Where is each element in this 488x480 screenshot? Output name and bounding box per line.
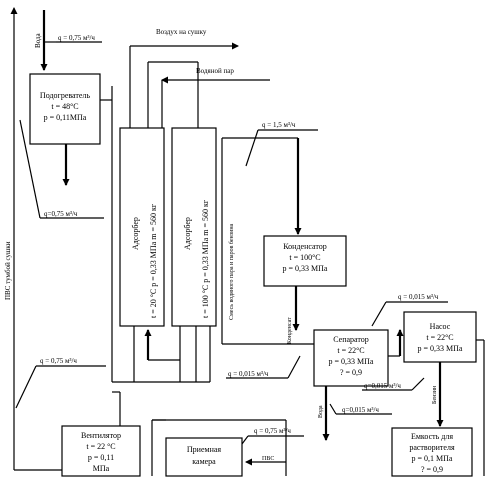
tank-name-1: Емкость для: [411, 432, 453, 441]
q-cond-label: q = 1,5 м³/ч: [262, 121, 296, 129]
q-sep-left-leader: [287, 355, 301, 379]
pump-temp: t = 22°С: [426, 333, 453, 342]
adsorber2-box: [171, 127, 217, 327]
separator-name: Сепаратор: [333, 335, 369, 344]
q-left-lower-leader: [15, 365, 37, 409]
tank-name-2: растворителя: [409, 443, 455, 452]
q-pump-bottom-leader: [411, 377, 425, 391]
steam-label: Водяной пар: [196, 67, 234, 75]
adsorber1-params: t = 20 °С p = 0,33 МПа m = 560 кг: [149, 203, 158, 318]
fan-box: [61, 425, 141, 477]
q-sep-bottom-leader: [329, 403, 337, 415]
condenser-name: Конденсатор: [283, 242, 327, 251]
pump-box: [403, 311, 477, 363]
adsorber2-params: t = 100 °С p = 0,33 МПа m = 560 кг: [201, 199, 210, 318]
mix-vertical-label: Смесь водяного пара и паров бензина: [228, 223, 235, 320]
q-pump-bottom-label: q=0,015 м³/ч: [364, 382, 401, 390]
condensate-label: Конденсат: [287, 317, 293, 344]
separator-eff: ? = 0,9: [340, 368, 362, 377]
pump-pressure: p = 0,33 МПа: [418, 344, 463, 353]
q-top-label: q = 0,75 м³/ч: [58, 34, 95, 42]
q-sep-bottom-label: q=0,015 м³/ч: [342, 406, 379, 414]
benzin-label: Бензин: [432, 385, 438, 404]
water-bottom-label: Вода: [318, 405, 324, 418]
q-pump-top-label: q = 0,015 м³/ч: [398, 293, 439, 301]
q-chamber-leader: [241, 435, 249, 445]
q-mid-left-label: q=0,75 м³/ч: [44, 210, 78, 218]
separator-box: [313, 329, 389, 387]
heater-temp: t = 48°С: [51, 102, 78, 111]
separator-pressure: p = 0,33 МПа: [329, 357, 374, 366]
tank-box: [391, 427, 473, 477]
fan-pressure: p = 0,11: [88, 453, 114, 462]
q-cond-leader: [245, 129, 259, 167]
q-sep-left-label: q = 0,015 м³/ч: [228, 370, 269, 378]
q-chamber-label: q = 0,75 м³/ч: [254, 427, 291, 435]
chamber-box: [165, 437, 243, 477]
fan-pressure-unit: МПа: [93, 464, 110, 473]
q-mid-left-leader: [19, 119, 41, 219]
chamber-name-1: Приемная: [187, 445, 222, 454]
air-drying-label: Воздух на сушку: [156, 28, 207, 36]
adsorber2-name: Адсорбер: [183, 217, 192, 250]
adsorber1-box: [119, 127, 165, 327]
q-pump-top-leader: [371, 301, 387, 327]
heater-pressure: p = 0,11МПа: [44, 113, 87, 122]
pvs-left-label: ПВС тумбой сушки: [4, 241, 12, 300]
condenser-pressure: p = 0,33 МПа: [283, 264, 328, 273]
chamber-name-2: камера: [192, 457, 216, 466]
pvs-bottom-label: ПВС: [262, 456, 274, 462]
water-top-label: Вода: [34, 32, 42, 48]
heater-name: Подогреватель: [40, 91, 91, 100]
q-left-lower-label: q = 0,75 м³/ч: [40, 357, 77, 365]
tank-eff: ? = 0,9: [421, 465, 443, 474]
pump-name: Насос: [430, 322, 451, 331]
tank-pressure: p = 0,1 МПа: [412, 454, 453, 463]
separator-temp: t = 22°С: [337, 346, 364, 355]
adsorber1-name: Адсорбер: [131, 217, 140, 250]
fan-name: Вентилятор: [81, 431, 121, 440]
condenser-temp: t = 100°С: [289, 253, 320, 262]
fan-temp: t = 22 °С: [86, 442, 115, 451]
condenser-box: [263, 235, 347, 287]
